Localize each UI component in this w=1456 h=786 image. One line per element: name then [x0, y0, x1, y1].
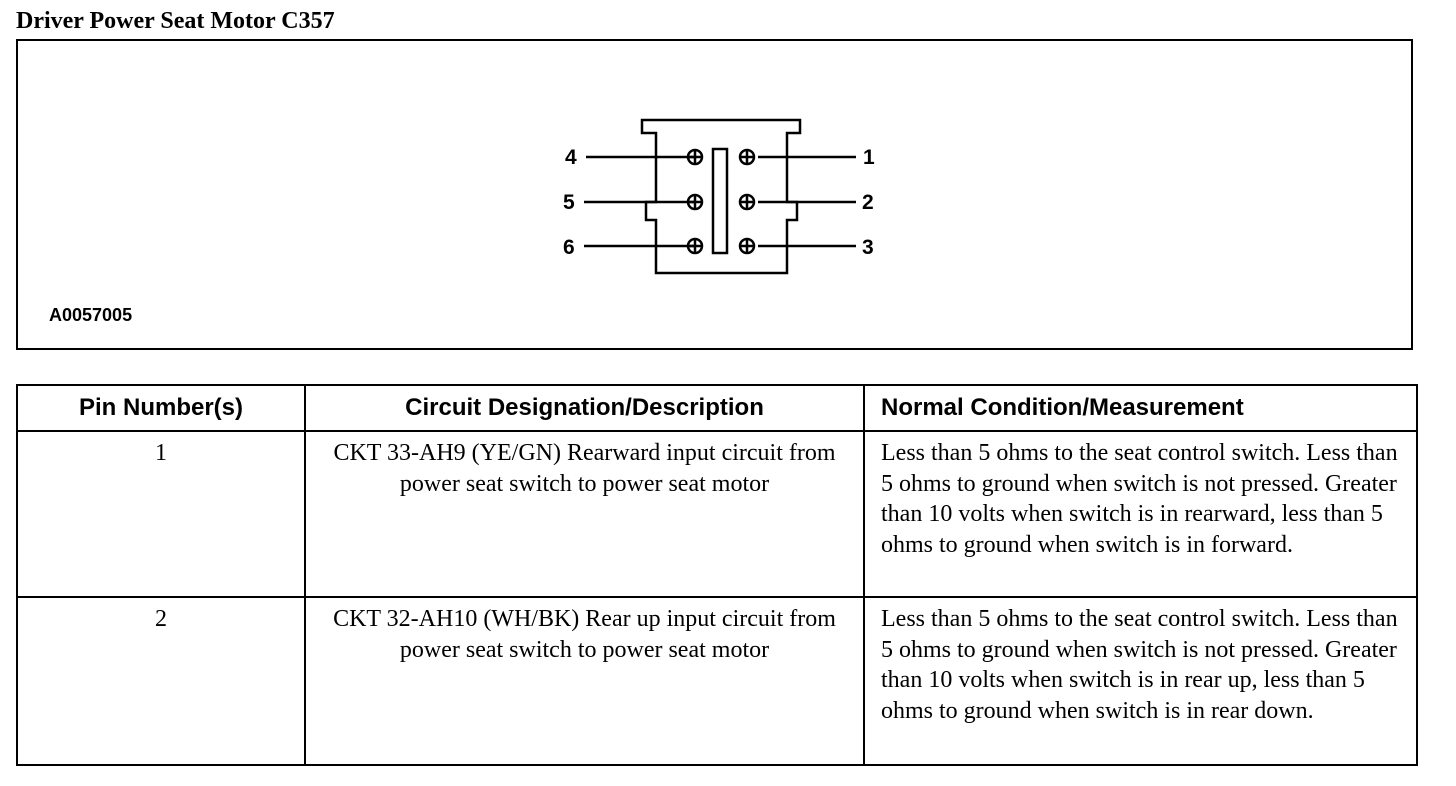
- description-cell: CKT 32-AH10 (WH/BK) Rear up input circui…: [304, 596, 865, 766]
- header-pin-numbers: Pin Number(s): [16, 384, 306, 432]
- condition-cell: Less than 5 ohms to the seat control swi…: [863, 430, 1418, 598]
- pin-label-6: 6: [563, 236, 575, 259]
- pin-label-5: 5: [563, 191, 575, 214]
- table-header-row: Pin Number(s) Circuit Designation/Descri…: [16, 384, 1418, 432]
- pin-label-3: 3: [862, 236, 874, 259]
- header-normal-condition: Normal Condition/Measurement: [863, 384, 1418, 432]
- pin-cell: 1: [16, 430, 306, 598]
- figure-id: A0057005: [49, 305, 133, 325]
- pin-label-1: 1: [863, 146, 875, 169]
- pin-table: Pin Number(s) Circuit Designation/Descri…: [16, 384, 1418, 766]
- pin-cell: 2: [16, 596, 306, 766]
- connector-key: [711, 147, 729, 255]
- table-row: 2 CKT 32-AH10 (WH/BK) Rear up input circ…: [16, 596, 1418, 766]
- description-cell: CKT 33-AH9 (YE/GN) Rearward input circui…: [304, 430, 865, 598]
- page-title: Driver Power Seat Motor C357: [16, 8, 335, 34]
- table-row: 1 CKT 33-AH9 (YE/GN) Rearward input circ…: [16, 430, 1418, 598]
- connector-diagram: 4 5 6 1 2 3: [563, 118, 875, 275]
- pin-label-4: 4: [565, 146, 577, 169]
- pin-label-2: 2: [862, 191, 874, 214]
- connector-figure: 4 5 6 1 2 3 A0057005: [16, 39, 1413, 350]
- header-circuit-description: Circuit Designation/Description: [304, 384, 865, 432]
- connector-housing: [640, 118, 802, 275]
- condition-cell: Less than 5 ohms to the seat control swi…: [863, 596, 1418, 766]
